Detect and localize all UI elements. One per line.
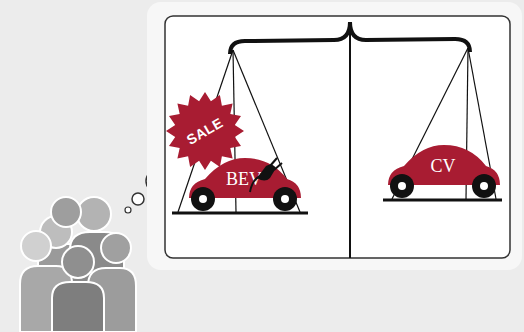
plug-symbol	[250, 158, 282, 192]
thought-frame	[147, 2, 522, 270]
scale-pole	[349, 22, 351, 258]
thought-bubble	[125, 207, 131, 213]
sale-star: SALE	[166, 92, 244, 170]
plug-pin	[274, 163, 282, 170]
person-head	[21, 231, 51, 261]
person-body	[52, 282, 104, 332]
car-wheel	[191, 187, 215, 211]
thought-bubble	[132, 193, 144, 205]
car-bev: BEV	[183, 152, 305, 212]
right-pan	[383, 199, 502, 202]
car-hub	[398, 182, 406, 190]
car-wheel	[472, 174, 496, 198]
person-head	[101, 233, 131, 263]
car-hub	[281, 195, 289, 203]
plug-pin	[270, 158, 277, 166]
car-wheel	[273, 187, 297, 211]
car-wheel	[390, 174, 414, 198]
car-hub	[480, 182, 488, 190]
thought-box	[165, 16, 510, 258]
plug-body	[257, 164, 276, 180]
scale-beam	[230, 22, 470, 54]
left-pan	[172, 212, 308, 215]
person-head	[51, 197, 81, 227]
node-label: CV	[430, 156, 455, 177]
car-cv: CV	[382, 139, 504, 199]
starburst	[166, 92, 244, 170]
node-label: BEV	[226, 169, 262, 190]
people-group	[20, 197, 136, 332]
car-hub	[199, 195, 207, 203]
person-head	[77, 197, 111, 231]
person-head	[62, 246, 94, 278]
plug-cord	[250, 176, 260, 192]
